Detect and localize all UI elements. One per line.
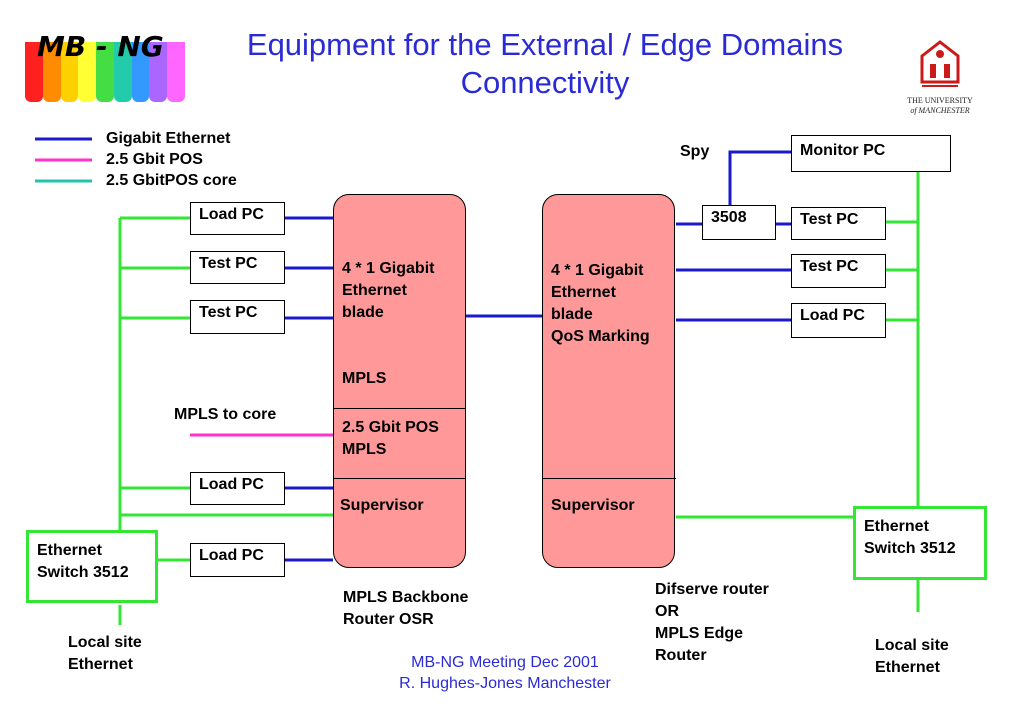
right-test-pc-1: Test PC — [791, 207, 886, 240]
gigabit-lines — [284, 150, 791, 562]
router1-divider-1 — [333, 408, 466, 409]
mbng-logo: MB - NG — [25, 30, 186, 102]
university-logo: THE UNIVERSITY of MANCHESTER — [900, 36, 980, 120]
right-local-ethernet-lines — [676, 172, 920, 612]
crest-icon — [920, 40, 960, 87]
slide-title: Equipment for the External / Edge Domain… — [180, 26, 910, 102]
footer: MB-NG Meeting Dec 2001 R. Hughes-Jones M… — [360, 652, 650, 694]
difserve-edge-router — [542, 194, 675, 568]
router1-supervisor-label: Supervisor — [340, 497, 424, 514]
router1-caption: MPLS Backbone Router OSR — [343, 589, 469, 628]
router1-pos-label: 2.5 Gbit POS MPLS — [342, 419, 439, 458]
right-local-site-label: Local site Ethernet — [875, 637, 949, 676]
right-load-pc: Load PC — [791, 303, 886, 338]
logo-stripe — [42, 42, 61, 102]
right-switch-line-1: Ethernet — [864, 518, 929, 535]
logo-stripe — [113, 42, 132, 102]
left-switch-line-1: Ethernet — [37, 542, 102, 559]
title-line-2: Connectivity — [460, 65, 630, 100]
right-ethernet-switch: Ethernet Switch 3512 — [853, 506, 987, 580]
footer-line-2: R. Hughes-Jones Manchester — [399, 675, 611, 692]
left-test-pc-2: Test PC — [190, 300, 285, 334]
legend-label-gigabit: Gigabit Ethernet — [106, 130, 231, 147]
logo-stripe — [60, 42, 79, 102]
title-line-1: Equipment for the External / Edge Domain… — [246, 27, 844, 62]
left-load-pc-2: Load PC — [190, 472, 285, 505]
router2-divider — [542, 478, 676, 479]
router2-supervisor-label: Supervisor — [551, 497, 635, 514]
left-local-ethernet-lines — [118, 216, 333, 625]
router2-blade-label: 4 * 1 Gigabit Ethernet blade QoS Marking — [551, 262, 650, 345]
logo-stripe — [78, 42, 97, 102]
university-name-line-2: of MANCHESTER — [910, 106, 970, 115]
right-switch-line-2: Switch 3512 — [864, 540, 956, 557]
legend-label-core: 2.5 GbitPOS core — [106, 172, 237, 189]
router1-blade-label: 4 * 1 Gigabit Ethernet blade — [342, 260, 435, 321]
router1-divider-2 — [333, 478, 466, 479]
spy-label: Spy — [680, 143, 710, 160]
right-monitor-pc: Monitor PC — [791, 135, 951, 172]
left-ethernet-switch: Ethernet Switch 3512 — [26, 530, 158, 603]
logo-stripe — [96, 42, 114, 102]
left-load-pc-1: Load PC — [190, 202, 285, 235]
footer-line-1: MB-NG Meeting Dec 2001 — [411, 654, 599, 671]
legend-label-pos: 2.5 Gbit POS — [106, 151, 203, 168]
router1-mpls-label: MPLS — [342, 370, 387, 387]
right-switch-3508: 3508 — [702, 205, 776, 240]
left-switch-line-2: Switch 3512 — [37, 564, 129, 581]
mpls-to-core-label: MPLS to core — [174, 406, 277, 423]
left-test-pc-1: Test PC — [190, 251, 285, 284]
right-test-pc-2: Test PC — [791, 254, 886, 288]
logo-stripe — [149, 42, 168, 102]
logo-stripe — [131, 42, 150, 102]
mpls-backbone-router — [333, 194, 466, 568]
logo-rainbow-stripes — [25, 42, 186, 102]
logo-stripe — [25, 42, 43, 102]
router2-caption: Difserve router OR MPLS Edge Router — [655, 581, 769, 664]
logo-stripe — [167, 42, 186, 102]
left-load-pc-3: Load PC — [190, 543, 285, 577]
university-name-line-1: THE UNIVERSITY — [907, 96, 973, 105]
logo-text: MB - NG — [37, 30, 164, 63]
left-local-site-label: Local site Ethernet — [68, 634, 142, 673]
